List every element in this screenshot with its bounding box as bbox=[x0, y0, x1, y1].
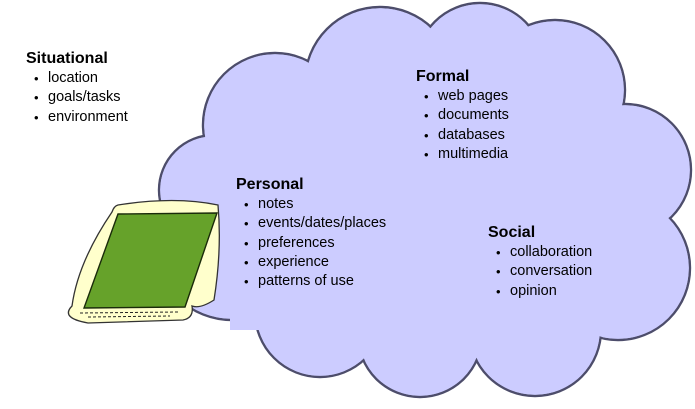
personal-list: notes events/dates/places preferences ex… bbox=[236, 195, 386, 292]
cloud-shape bbox=[152, 1, 693, 399]
list-item: documents bbox=[416, 106, 509, 126]
situational-heading: Situational bbox=[26, 50, 108, 67]
social-list: collaboration conversation opinion bbox=[488, 243, 592, 301]
social-heading: Social bbox=[488, 224, 536, 241]
list-item: patterns of use bbox=[236, 272, 386, 292]
list-item: databases bbox=[416, 126, 509, 146]
list-item: goals/tasks bbox=[26, 88, 128, 108]
list-item: preferences bbox=[236, 234, 386, 254]
list-item: opinion bbox=[488, 282, 592, 302]
personal-heading: Personal bbox=[236, 176, 304, 193]
formal-list: web pages documents databases multimedia bbox=[416, 87, 509, 164]
list-item: collaboration bbox=[488, 243, 592, 263]
list-item: events/dates/places bbox=[236, 214, 386, 234]
personal-group: Personal notes events/dates/places prefe… bbox=[236, 175, 386, 292]
list-item: experience bbox=[236, 253, 386, 273]
social-group: Social collaboration conversation opinio… bbox=[488, 223, 592, 301]
list-item: web pages bbox=[416, 87, 509, 107]
list-item: environment bbox=[26, 108, 128, 128]
laptop-device-icon bbox=[67, 199, 220, 324]
situational-group: Situational location goals/tasks environ… bbox=[26, 49, 128, 127]
device-screen bbox=[82, 212, 218, 309]
situational-list: location goals/tasks environment bbox=[26, 69, 128, 127]
list-item: notes bbox=[236, 195, 386, 215]
formal-group: Formal web pages documents databases mul… bbox=[416, 67, 509, 164]
list-item: location bbox=[26, 69, 128, 89]
device-keyboard-lines bbox=[79, 311, 179, 318]
formal-heading: Formal bbox=[416, 68, 470, 85]
list-item: conversation bbox=[488, 262, 592, 282]
list-item: multimedia bbox=[416, 145, 509, 165]
